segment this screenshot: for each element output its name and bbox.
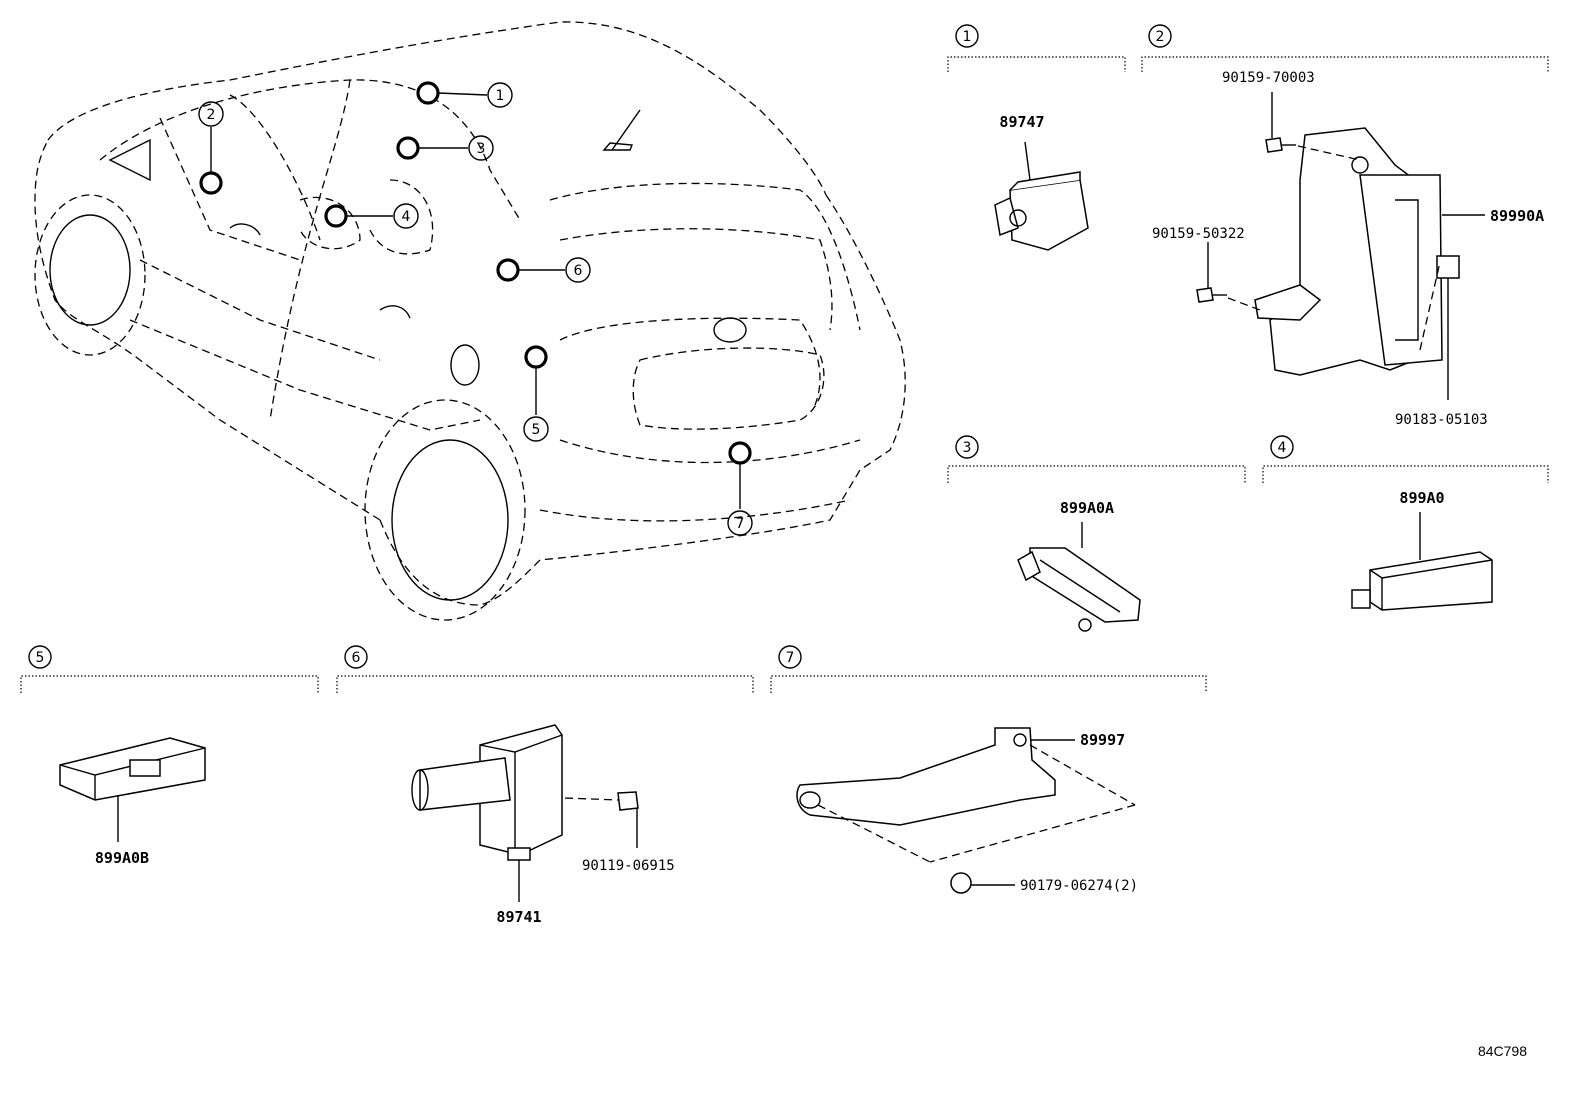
bolt-90159-50322: 90159-50322 (1152, 226, 1261, 311)
part-89990A: 89990A (1254, 127, 1544, 376)
part-89997: 89997 (796, 727, 1125, 826)
section-3-label: 3 (963, 440, 972, 456)
callout-5-label: 5 (532, 422, 541, 438)
section-4: 4 899A0 (1262, 435, 1549, 611)
part-number-89997: 89997 (1080, 731, 1125, 749)
section-5-label: 5 (36, 650, 45, 666)
part-number-899A0: 899A0 (1399, 489, 1444, 507)
section-1: 1 89747 (947, 24, 1126, 251)
section-6-label: 6 (352, 650, 361, 666)
section-4-label: 4 (1278, 440, 1287, 456)
part-number-90159-70003: 90159-70003 (1222, 70, 1315, 86)
part-899A0A: 899A0A (1017, 499, 1141, 632)
nut-90179-06274: 90179-06274(2) (817, 744, 1138, 894)
marker-6: 6 (496, 257, 591, 283)
section-2-label: 2 (1156, 29, 1165, 45)
bolt-90159-70003: 90159-70003 (1222, 70, 1361, 161)
marker-7: 7 (727, 441, 753, 536)
marker-3: 3 (396, 135, 494, 161)
marker-4: 4 (324, 203, 419, 229)
callout-6-label: 6 (574, 263, 583, 279)
section-2: 2 89990A 90159-70003 90159-50322 (1141, 24, 1549, 428)
marker-1: 1 (416, 81, 513, 108)
diagram-code: 84C798 (1478, 1043, 1527, 1059)
marker-2: 2 (198, 101, 224, 195)
part-899A0B: 899A0B (59, 737, 206, 867)
part-number-90119-06915: 90119-06915 (582, 858, 675, 874)
callout-3-label: 3 (477, 141, 486, 157)
bolt-90119-06915: 90119-06915 (564, 791, 675, 874)
section-6: 6 89741 90119-06915 (336, 645, 754, 926)
part-number-899A0A: 899A0A (1060, 499, 1114, 517)
part-89747: 89747 (994, 113, 1089, 251)
part-number-90159-50322: 90159-50322 (1152, 226, 1245, 242)
section-7-label: 7 (786, 650, 795, 666)
part-number-899A0B: 899A0B (95, 849, 149, 867)
callout-7-label: 7 (736, 516, 745, 532)
callout-1-label: 1 (496, 88, 505, 104)
part-number-89747: 89747 (999, 113, 1044, 131)
section-1-label: 1 (963, 29, 972, 45)
part-899A0: 899A0 (1351, 489, 1493, 611)
part-number-89741: 89741 (496, 908, 541, 926)
callout-2-label: 2 (207, 107, 216, 123)
section-7: 7 89997 90179-06274(2) (770, 645, 1207, 894)
vehicle-illustration: 1 2 3 4 5 6 (34, 21, 906, 621)
marker-5: 5 (523, 345, 549, 442)
section-5: 5 899A0B (20, 645, 319, 867)
callout-4-label: 4 (402, 209, 411, 225)
part-number-89990A: 89990A (1490, 207, 1544, 225)
part-89741: 89741 (411, 724, 563, 926)
nut-90183-05103: 90183-05103 (1395, 255, 1488, 428)
section-3: 3 899A0A (947, 435, 1246, 632)
part-number-90179-06274: 90179-06274(2) (1020, 878, 1138, 894)
part-number-90183-05103: 90183-05103 (1395, 412, 1488, 428)
